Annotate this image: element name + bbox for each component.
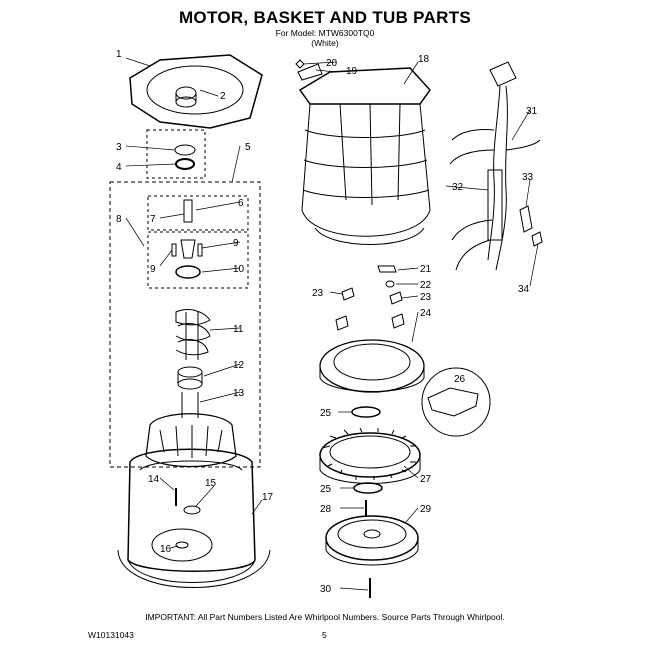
harness-32-drawing xyxy=(487,169,503,241)
callout-21: 21 xyxy=(420,264,432,275)
group-box-6 xyxy=(147,195,249,231)
callout-22: 22 xyxy=(420,280,432,291)
part-10-drawing xyxy=(175,265,201,279)
callout-27: 27 xyxy=(420,474,432,485)
callout-8: 8 xyxy=(116,214,122,225)
callout-1: 1 xyxy=(116,49,122,60)
document-number: W10131043 xyxy=(88,630,134,640)
part-23d-drawing xyxy=(391,313,405,329)
callout-30: 30 xyxy=(320,584,332,595)
page-number: 5 xyxy=(322,630,327,640)
callout-18: 18 xyxy=(418,54,430,65)
callout-6: 6 xyxy=(238,198,244,209)
ring-3-drawing xyxy=(174,144,196,156)
callout-11: 11 xyxy=(233,324,244,335)
outer-tub-drawing xyxy=(117,448,271,588)
connector-33-drawing xyxy=(519,205,533,233)
agitator-base-drawing xyxy=(145,392,237,468)
callout-23a: 23 xyxy=(312,288,324,299)
hinge-19-drawing xyxy=(297,63,323,81)
pulley-16-drawing xyxy=(151,528,213,562)
callout-12: 12 xyxy=(233,360,245,371)
cam-drawing xyxy=(180,239,196,259)
callout-24: 24 xyxy=(420,308,432,319)
part-7-drawing xyxy=(183,199,193,223)
callout-28: 28 xyxy=(320,504,332,515)
basket-drawing xyxy=(295,59,431,245)
drive-ring-drawing xyxy=(319,339,425,393)
callout-29: 29 xyxy=(420,504,432,515)
callout-13: 13 xyxy=(233,388,245,399)
callout-25a: 25 xyxy=(320,408,332,419)
hub-16-drawing xyxy=(175,541,189,549)
wire-harness-drawing xyxy=(449,61,543,271)
callout-10: 10 xyxy=(233,264,245,275)
page-title: MOTOR, BASKET AND TUB PARTS xyxy=(178,8,472,27)
model-line: For Model: MTW6300TQ0 xyxy=(275,28,375,38)
callout-26: 26 xyxy=(454,374,466,385)
callout-9: 9 xyxy=(233,238,239,249)
screw-20-drawing xyxy=(295,59,305,69)
callout-7: 7 xyxy=(150,214,156,225)
part-9-drawing xyxy=(171,243,203,257)
callout-16: 16 xyxy=(160,544,172,555)
callout-3: 3 xyxy=(116,142,122,153)
clip-34-drawing xyxy=(531,231,543,247)
callout-32: 32 xyxy=(452,182,464,193)
cap-drawing xyxy=(177,366,203,390)
detail-26-drawing xyxy=(421,367,491,437)
washer-15-drawing xyxy=(183,505,201,515)
callout-20: 20 xyxy=(326,58,338,69)
part-23a-drawing xyxy=(341,287,355,301)
group-box-3-4 xyxy=(146,129,206,179)
callout-25b: 25 xyxy=(320,484,332,495)
callout-31: 31 xyxy=(526,106,538,117)
callout-9b: 9 xyxy=(150,264,156,275)
group-box-8 xyxy=(147,231,249,289)
callout-5: 5 xyxy=(245,142,251,153)
callout-labels: 1 2 3 4 5 6 7 8 9 9 10 11 12 13 14 15 16… xyxy=(116,49,538,595)
callout-33: 33 xyxy=(522,172,534,183)
callout-14: 14 xyxy=(148,474,160,485)
ring-4-drawing xyxy=(175,158,195,170)
gear-drawing xyxy=(319,427,421,484)
ring-25b-drawing xyxy=(353,482,383,494)
ring-25a-drawing xyxy=(351,406,381,418)
part-21-drawing xyxy=(377,265,397,273)
part-22-drawing xyxy=(385,280,395,288)
footer-note: IMPORTANT: All Part Numbers Listed Are W… xyxy=(145,612,505,622)
part-23c-drawing xyxy=(389,291,403,305)
auger-drawing xyxy=(175,309,211,360)
callout-19: 19 xyxy=(346,66,358,77)
part-23b-drawing xyxy=(335,315,349,331)
callout-23b: 23 xyxy=(420,292,432,303)
cover-drawing xyxy=(129,54,263,129)
callout-15: 15 xyxy=(205,478,217,489)
pulley-29-drawing xyxy=(325,515,419,566)
color-line: (White) xyxy=(311,38,339,48)
callout-17: 17 xyxy=(262,492,274,503)
callout-4: 4 xyxy=(116,162,122,173)
callout-34: 34 xyxy=(518,284,530,295)
callout-2: 2 xyxy=(220,91,226,102)
